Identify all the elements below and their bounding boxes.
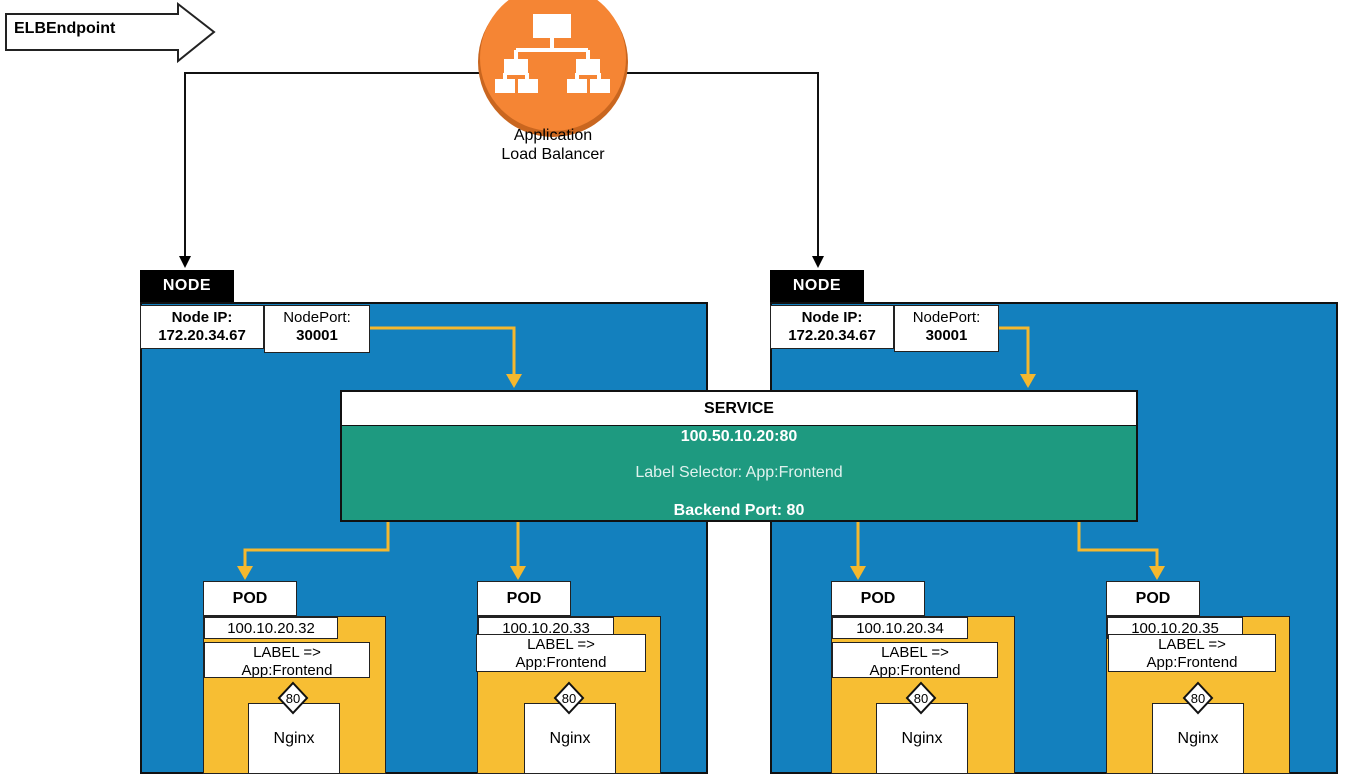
pod-label-box: LABEL => App:Frontend — [476, 634, 646, 672]
node-ip-label: Node IP: — [801, 309, 863, 326]
pod-label-line2: App:Frontend — [869, 662, 961, 678]
pod-label-box: LABEL => App:Frontend — [204, 642, 370, 678]
load-balancer-hierarchy-icon — [478, 0, 628, 137]
traffic-arrowheads — [237, 374, 1165, 580]
traffic-arrows — [243, 326, 1159, 568]
service-label-selector: Label Selector: App:Frontend — [635, 464, 843, 481]
service-address: 100.50.10.20:80 — [680, 428, 798, 445]
pod-tab: POD — [1106, 581, 1200, 616]
node-right-ip-box: Node IP: 172.20.34.67 — [770, 305, 894, 349]
service-body: 100.50.10.20:80 Label Selector: App:Fron… — [340, 426, 1138, 522]
pod-label-line2: App:Frontend — [241, 662, 333, 678]
pod-label-line1: LABEL => — [881, 644, 949, 661]
node-right-port-box: NodePort: 30001 — [894, 305, 999, 352]
pod-ip: 100.10.20.35 — [1107, 617, 1243, 639]
alb-to-node-arrowheads — [179, 256, 824, 268]
elb-endpoint-label: ELBEndpoint — [14, 20, 116, 37]
pod-port: 80 — [285, 690, 301, 706]
pod-label-line2: App:Frontend — [1146, 654, 1238, 671]
load-balancer-label: Application Load Balancer — [453, 126, 653, 166]
node-port-value: 30001 — [925, 327, 968, 344]
pod-label-line1: LABEL => — [527, 636, 595, 653]
node-right-tab: NODE — [770, 270, 864, 302]
pod-ip: 100.10.20.34 — [832, 617, 968, 639]
alb-to-node-connectors — [184, 72, 819, 260]
node-port-value: 30001 — [296, 327, 338, 344]
pod-label-line2: App:Frontend — [515, 654, 607, 671]
pod-label-line1: LABEL => — [253, 644, 321, 661]
pod-tab: POD — [831, 581, 925, 616]
port-diamonds — [277, 681, 1214, 715]
pod-tab: POD — [203, 581, 297, 616]
pod-ip: 100.10.20.32 — [204, 617, 338, 639]
node-left-port-box: NodePort: 30001 — [264, 305, 370, 353]
service-header: SERVICE — [340, 390, 1138, 426]
nginx-container: Nginx — [1152, 703, 1244, 774]
pod-label-box: LABEL => App:Frontend — [832, 642, 998, 678]
service-backend-port: Backend Port: 80 — [673, 502, 805, 519]
pod-tab: POD — [477, 581, 571, 616]
pod-port: 80 — [561, 690, 577, 706]
pod-label-line1: LABEL => — [1158, 636, 1226, 653]
pod-label-box: LABEL => App:Frontend — [1108, 634, 1276, 672]
load-balancer-label-line1: Application — [513, 127, 593, 144]
node-left-ip-box: Node IP: 172.20.34.67 — [140, 305, 264, 349]
pod-port: 80 — [1190, 690, 1206, 706]
node-port-label: NodePort: — [912, 309, 981, 326]
nginx-container: Nginx — [248, 703, 340, 774]
pod-port: 80 — [913, 690, 929, 706]
node-ip-value: 172.20.34.67 — [158, 327, 246, 344]
node-ip-value: 172.20.34.67 — [788, 327, 876, 344]
node-left-tab: NODE — [140, 270, 234, 302]
load-balancer-label-line2: Load Balancer — [501, 146, 605, 163]
nginx-container: Nginx — [876, 703, 968, 774]
node-port-label: NodePort: — [283, 309, 351, 326]
node-ip-label: Node IP: — [171, 309, 233, 326]
